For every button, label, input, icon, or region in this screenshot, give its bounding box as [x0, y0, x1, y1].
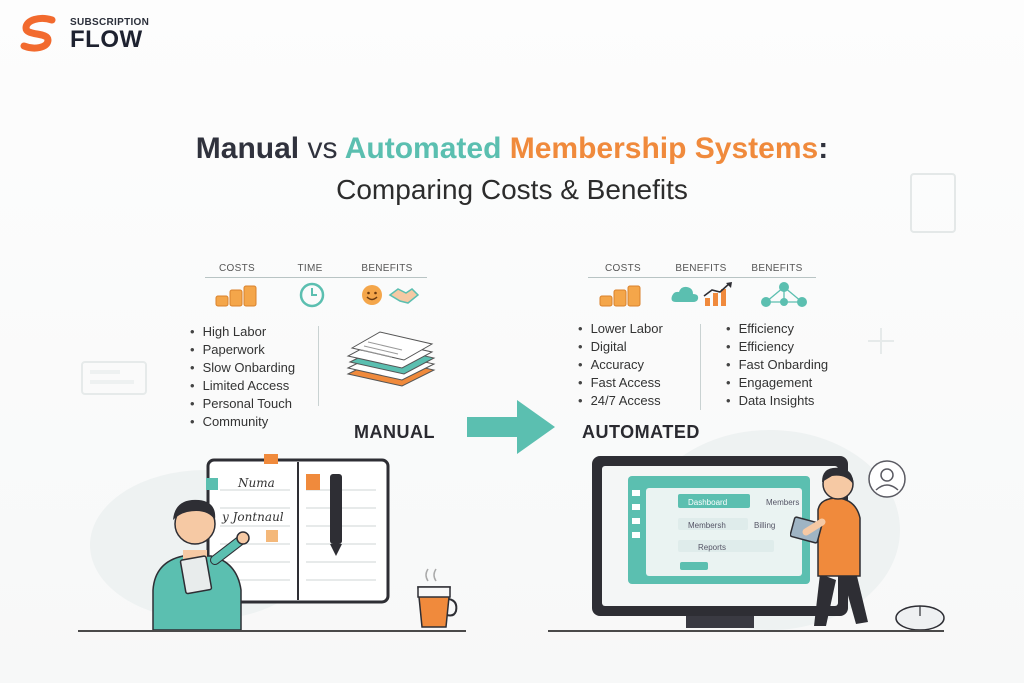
title-automated: Automated — [344, 132, 502, 165]
list-item: Accuracy — [578, 356, 663, 374]
manual-header-costs: COSTS — [219, 263, 255, 274]
logo-wordmark: FLOW — [70, 26, 143, 53]
list-item: Efficiency — [726, 338, 828, 356]
coffee-cup-icon — [417, 568, 458, 628]
list-item: Engagement — [726, 374, 828, 392]
document-outline-icon — [910, 173, 956, 233]
logo-swoosh-icon — [20, 14, 56, 52]
title-colon: : — [818, 132, 829, 165]
subscriptionflow-logo[interactable]: SUBSCRIPTION FLOW — [18, 14, 149, 56]
manual-label: MANUAL — [354, 422, 435, 442]
card-outline-icon — [81, 361, 147, 395]
automated-right-list: Efficiency Efficiency Fast Onbarding Eng… — [726, 320, 829, 410]
manual-divider — [318, 326, 319, 406]
growth-chart-icon — [703, 282, 732, 306]
paper-stack-icon — [346, 331, 436, 387]
coins-icon — [215, 285, 257, 307]
automated-label: AUTOMATED — [582, 422, 700, 442]
person-with-tablet-illustration — [790, 467, 868, 626]
network-people-icon — [761, 282, 807, 307]
smiley-icon — [362, 285, 382, 305]
arrow-right-icon — [467, 400, 555, 454]
cloud-icon — [671, 286, 699, 302]
list-item: 24/7 Access — [578, 392, 663, 410]
automated-header-benefits-2: BENEFITS — [751, 263, 803, 274]
list-item: Limited Access — [190, 377, 295, 395]
list-item: Fast Onbarding — [726, 356, 829, 374]
person-with-clipboard-illustration — [152, 499, 250, 630]
list-item: Data Insights — [726, 392, 828, 410]
automated-header-benefits-1: BENEFITS — [675, 263, 727, 274]
manual-header-time: TIME — [297, 263, 323, 274]
automated-header-rule — [588, 277, 816, 278]
screen-membership-label: Membersh — [688, 521, 726, 530]
notebook-handwriting-2: y Jontnaul — [222, 510, 284, 524]
screen-billing-label: Billing — [754, 521, 776, 530]
title-manual: Manual — [195, 132, 300, 165]
list-item: Personal Touch — [190, 395, 295, 413]
screen-reports-label: Reports — [698, 543, 727, 552]
list-item: High Labor — [190, 323, 295, 341]
manual-list: High Labor Paperwork Slow Onbarding Limi… — [190, 323, 296, 431]
screen-members-label: Members — [766, 498, 800, 507]
notebook-handwriting-1: Numa — [238, 476, 275, 490]
page-title: Manual vs Automated Membership Systems: — [0, 132, 1024, 166]
manual-header-rule — [205, 277, 427, 278]
page-subtitle: Comparing Costs & Benefits — [336, 174, 688, 205]
list-item: Slow Onbarding — [190, 359, 296, 377]
list-item: Digital — [578, 338, 663, 356]
list-item: Paperwork — [190, 341, 295, 359]
manual-header-benefits: BENEFITS — [361, 263, 413, 274]
title-membership: Membership Systems — [509, 132, 819, 165]
sparkle-icon — [868, 328, 894, 354]
coins-icon — [599, 285, 641, 307]
automated-left-list: Lower Labor Digital Accuracy Fast Access… — [578, 320, 663, 410]
automated-floor-line — [548, 630, 944, 632]
screen-dashboard-label: Dashboard — [688, 498, 728, 507]
automated-header-costs: COSTS — [605, 263, 641, 274]
list-item: Efficiency — [726, 320, 828, 338]
user-avatar-icon — [868, 460, 906, 498]
clock-icon — [299, 282, 325, 308]
list-item: Community — [190, 413, 295, 431]
title-vs: vs — [307, 132, 338, 165]
computer-mouse-icon — [895, 605, 945, 631]
logo-subtitle: SUBSCRIPTION — [70, 17, 150, 28]
handshake-icon — [388, 288, 420, 304]
manual-floor-line — [78, 630, 466, 632]
list-item: Fast Access — [578, 374, 663, 392]
list-item: Lower Labor — [578, 320, 663, 338]
automated-divider — [700, 324, 701, 410]
computer-monitor-illustration — [592, 456, 848, 628]
